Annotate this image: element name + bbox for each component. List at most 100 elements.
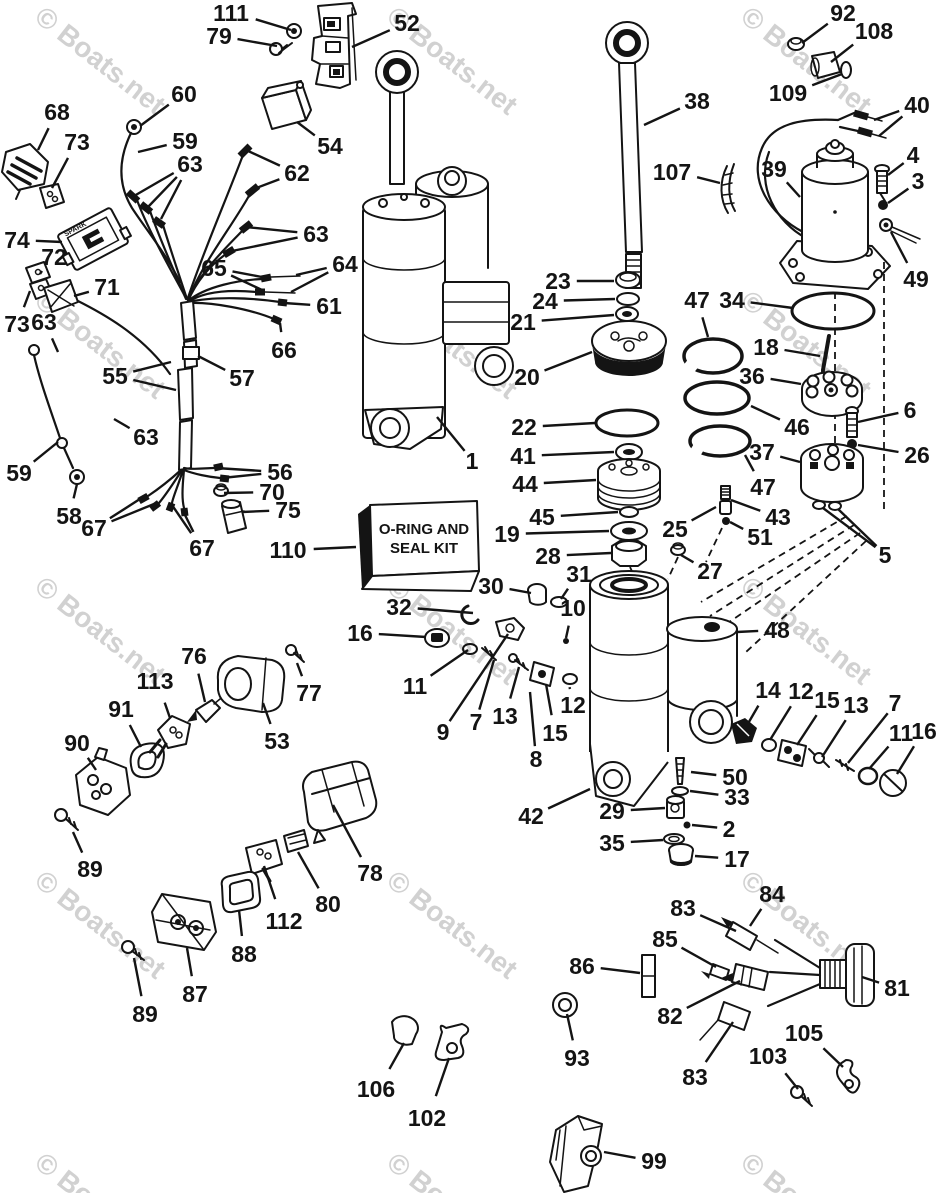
callout-74: 74 [4, 227, 30, 253]
leader-line-39 [785, 181, 801, 198]
leader-line-55 [132, 360, 172, 373]
callout-49: 49 [903, 266, 929, 292]
leader-line-67 [109, 495, 144, 520]
leader-line-15 [795, 714, 818, 746]
callout-32: 32 [386, 594, 412, 620]
callout-12: 12 [788, 678, 814, 704]
callout-54: 54 [317, 133, 343, 159]
leader-line-67 [171, 504, 193, 534]
leader-line-89 [71, 831, 84, 854]
leader-line-38 [643, 107, 681, 127]
leader-line-47 [701, 316, 710, 338]
callout-33: 33 [724, 784, 750, 810]
callout-63: 63 [177, 151, 203, 177]
leader-line-78 [331, 804, 363, 858]
callout-14: 14 [755, 677, 781, 703]
leader-line-68 [36, 127, 50, 151]
callout-13: 13 [843, 692, 869, 718]
leader-line-81 [861, 975, 880, 984]
leader-line-24 [563, 297, 616, 302]
watermark-text: © Boats.net [381, 1146, 523, 1193]
callout-7: 7 [889, 690, 902, 716]
leader-line-11 [429, 649, 469, 677]
callout-102: 102 [408, 1105, 446, 1131]
callout-91: 91 [108, 696, 134, 722]
leader-line-74 [35, 239, 63, 244]
small-caps-sketch [787, 37, 852, 79]
callout-67: 67 [189, 535, 215, 561]
callout-56: 56 [267, 459, 293, 485]
leader-line-30 [509, 587, 532, 595]
callout-36: 36 [739, 363, 765, 389]
watermark-text: © Boats.net [735, 1146, 877, 1193]
callout-1: 1 [466, 448, 479, 474]
leader-line-2 [691, 823, 718, 829]
leader-line-77 [295, 662, 304, 677]
callout-48: 48 [764, 617, 790, 643]
leader-line-59 [32, 441, 59, 463]
callout-59: 59 [172, 128, 198, 154]
leader-line-79 [237, 37, 278, 48]
callout-68: 68 [44, 99, 70, 125]
leader-line-61 [283, 301, 311, 306]
leader-line-63 [226, 236, 298, 254]
tilt-rod-sketch [605, 21, 649, 289]
oring-seal-kit-box: O-RING AND SEAL KIT [358, 500, 480, 592]
pump-column-sketch [700, 262, 885, 653]
leader-line-65 [230, 274, 263, 292]
leader-line-49 [889, 231, 909, 264]
leader-line-13 [820, 719, 847, 758]
callout-63: 63 [133, 424, 159, 450]
callout-21: 21 [510, 309, 536, 335]
leader-line-106 [388, 1042, 406, 1070]
leader-line-102 [434, 1057, 451, 1097]
callout-62: 62 [284, 160, 310, 186]
harness-sketch [28, 119, 301, 534]
callout-leaders [22, 18, 916, 1159]
callout-47: 47 [750, 474, 776, 500]
leader-line-110 [313, 545, 357, 551]
callout-73: 73 [4, 311, 30, 337]
wire-group-sketch [549, 917, 875, 1193]
callout-82: 82 [657, 1003, 683, 1029]
leader-line-111 [255, 18, 292, 32]
leader-line-89 [132, 957, 143, 997]
callout-39: 39 [761, 156, 787, 182]
leader-line-67 [111, 502, 155, 523]
relay-sketch [261, 80, 312, 130]
leader-line-70 [223, 491, 254, 495]
leader-line-10 [564, 625, 570, 639]
valve-bits-sketch [629, 485, 732, 581]
leader-line-76 [197, 673, 207, 703]
leader-line-107 [696, 176, 721, 185]
leader-line-53 [261, 702, 272, 725]
callout-50: 50 [722, 764, 748, 790]
leader-line-62 [245, 148, 281, 167]
leader-line-3 [887, 187, 910, 204]
leader-line-32 [417, 607, 474, 615]
leader-line-14 [744, 704, 760, 728]
leader-line-72 [39, 270, 43, 275]
leader-line-85 [680, 946, 717, 969]
leader-line-7 [478, 659, 496, 710]
leader-line-27 [680, 553, 695, 564]
callout-11: 11 [889, 720, 914, 746]
leader-line-67 [180, 508, 195, 533]
callout-77: 77 [296, 680, 322, 706]
leader-line-16 [378, 632, 427, 639]
leader-line-19 [525, 529, 610, 535]
leader-line-105 [822, 1047, 844, 1068]
callout-10: 10 [560, 595, 586, 621]
callout-59: 59 [6, 460, 32, 486]
callout-51: 51 [747, 524, 773, 550]
watermark-text: © Boats.net [381, 864, 523, 984]
leader-line-56 [221, 472, 262, 480]
callout-29: 29 [599, 798, 625, 824]
callout-30: 30 [478, 573, 504, 599]
callout-26: 26 [904, 442, 930, 468]
callout-103: 103 [749, 1043, 787, 1069]
callout-65: 65 [201, 255, 227, 281]
leader-line-45 [560, 510, 619, 517]
trim-cylinder-sketch [362, 50, 514, 450]
